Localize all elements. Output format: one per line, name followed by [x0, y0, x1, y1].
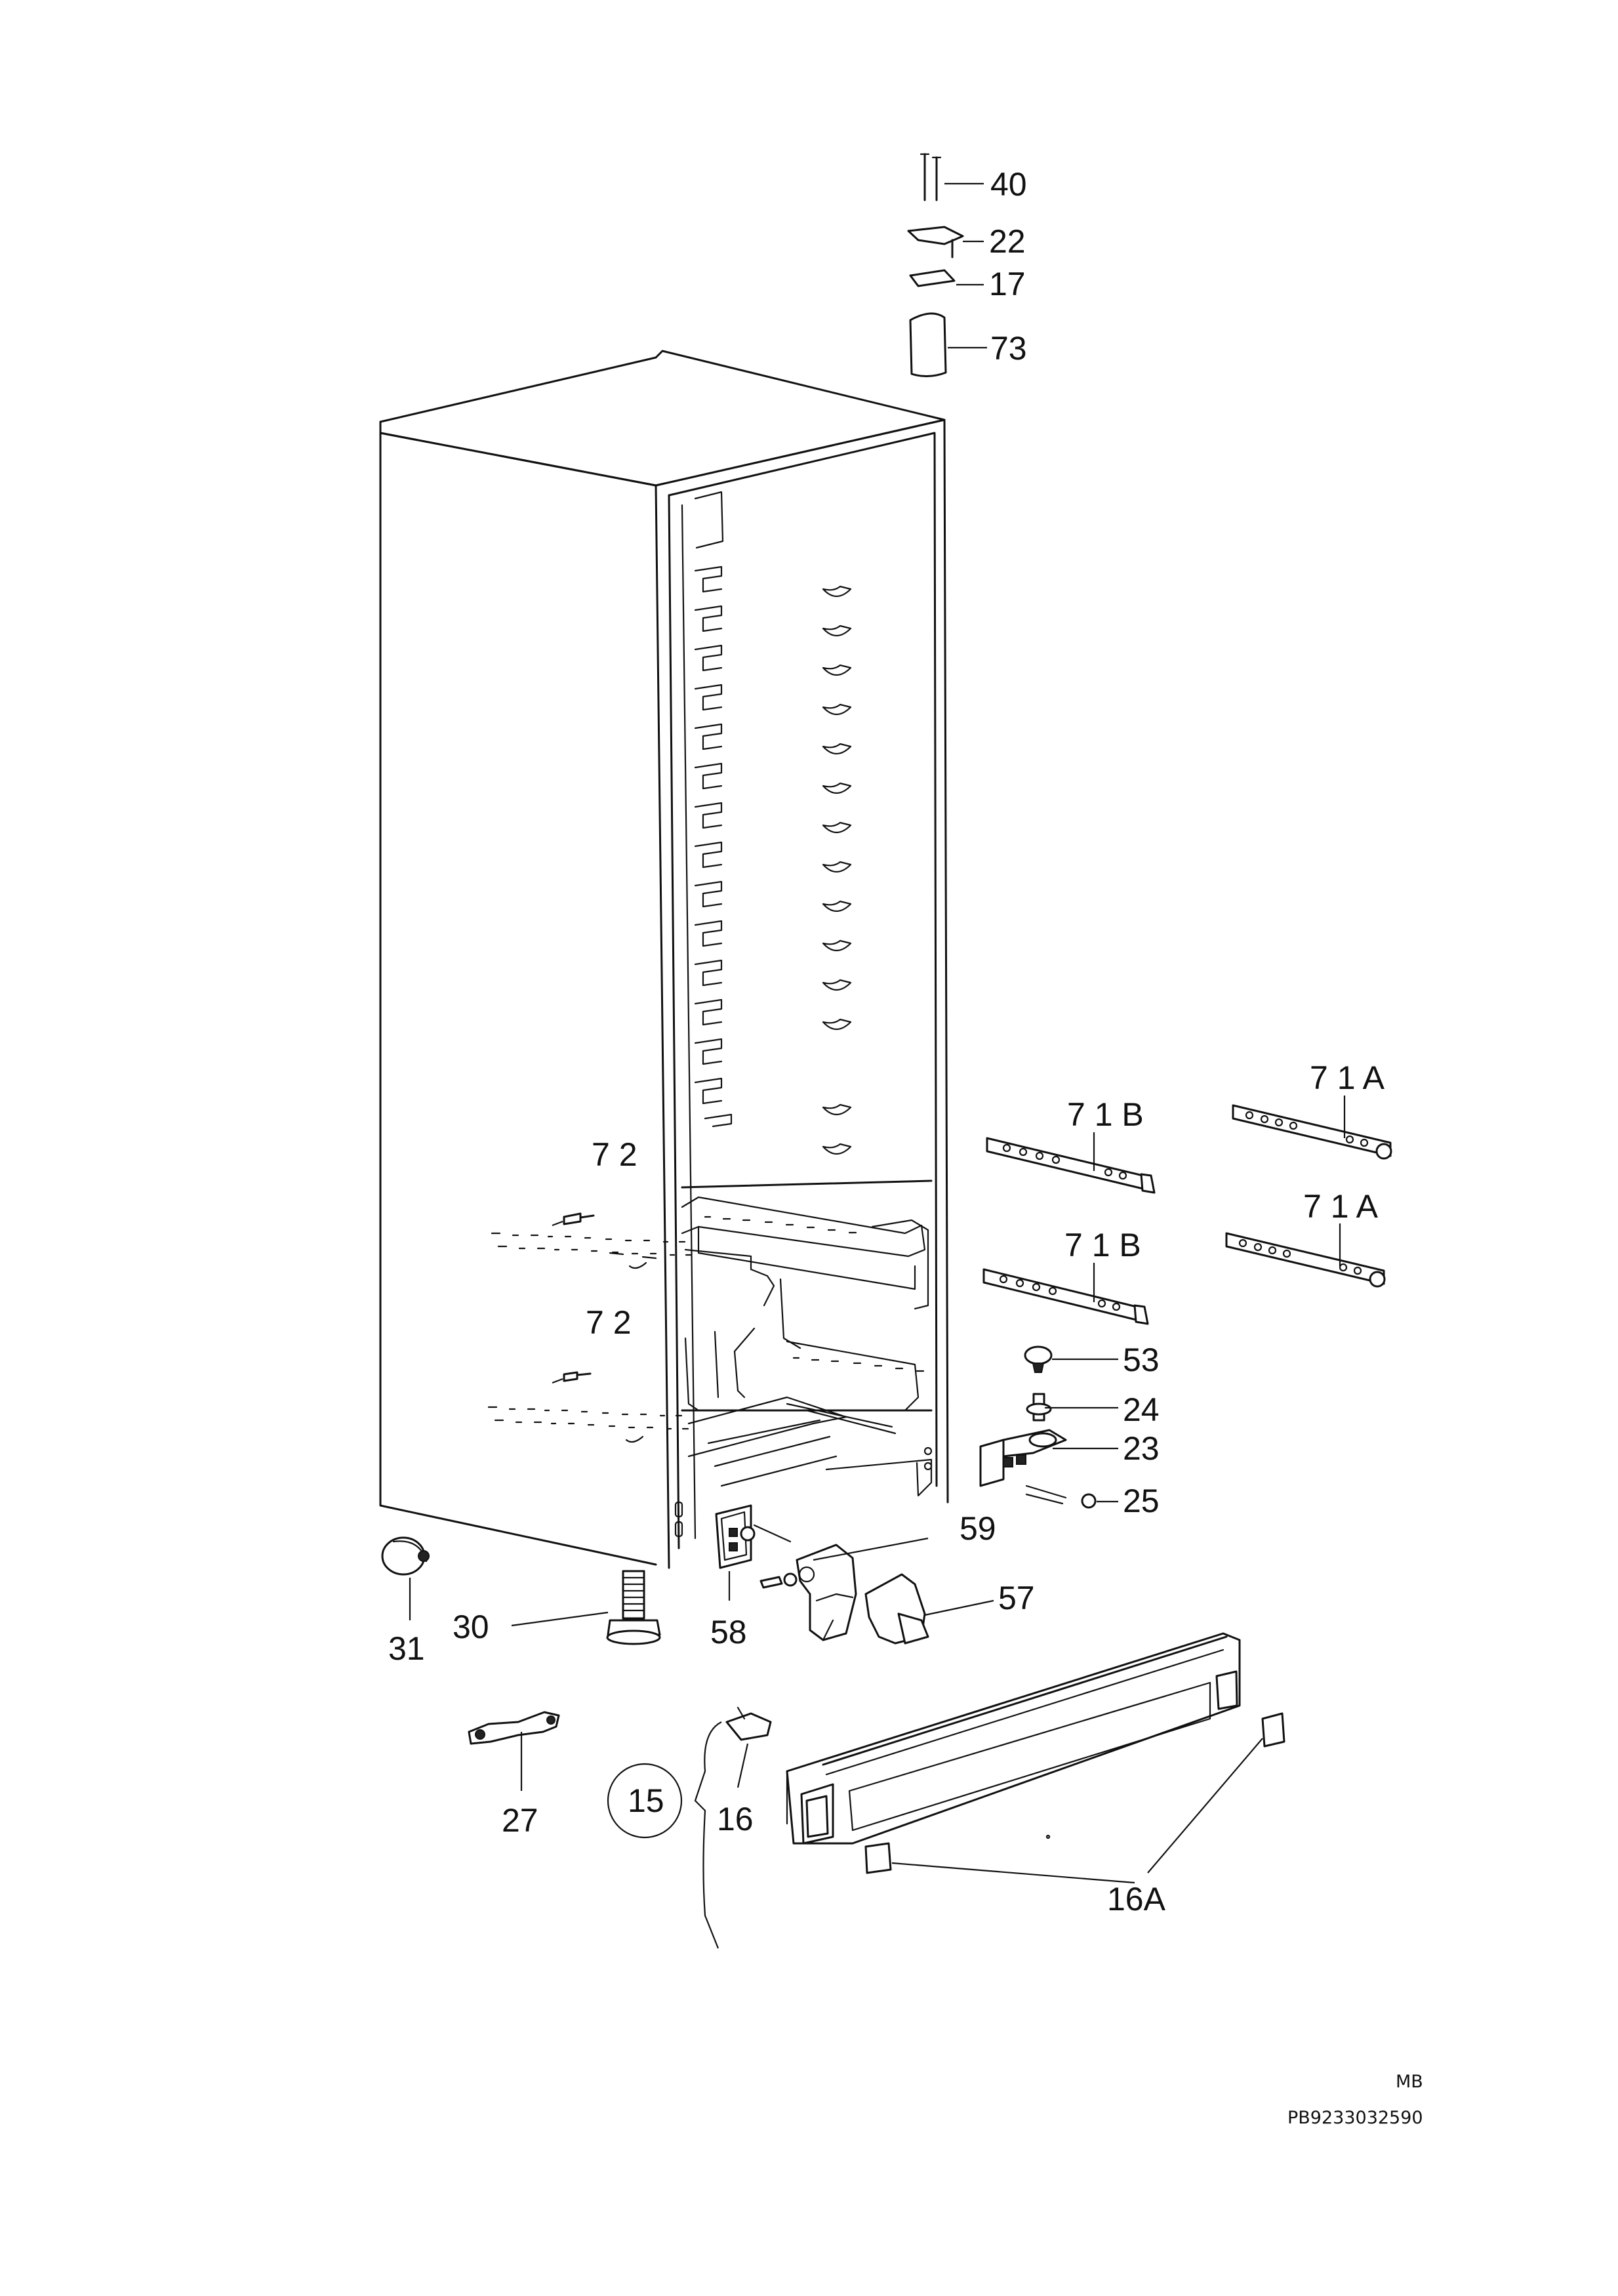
label-58: 58 [710, 1614, 747, 1650]
label-24: 24 [1123, 1391, 1160, 1428]
label-57: 57 [998, 1580, 1035, 1616]
label-22: 22 [989, 223, 1026, 260]
label-25: 25 [1123, 1483, 1160, 1519]
shelf-slots-left [694, 565, 733, 1128]
part-22-hinge-plate [907, 226, 984, 258]
part-15-flap-assembly [786, 1632, 1241, 1845]
cabinet [379, 350, 949, 1569]
label-15: 15 [628, 1782, 664, 1819]
part-72-rail-lower [487, 1371, 689, 1443]
footer-reference: PB9233032590 [1287, 2108, 1423, 2128]
label-73: 73 [990, 330, 1027, 367]
part-16a-end-caps [864, 1712, 1285, 1884]
label-31: 31 [388, 1630, 425, 1667]
label-23: 23 [1123, 1430, 1160, 1467]
part-57-foot-cover [864, 1573, 994, 1645]
part-25-screw [1025, 1485, 1118, 1509]
label-27: 27 [502, 1802, 538, 1839]
part-40-screws [920, 153, 984, 201]
label-40: 40 [990, 166, 1027, 203]
label-16: 16 [717, 1801, 754, 1837]
part-15-bracket [694, 1721, 722, 1949]
part-17-shim [909, 269, 984, 287]
label-72-bottom: 7 2 [586, 1304, 632, 1341]
label-71b-top: 7 1 B [1067, 1096, 1144, 1133]
label-71a-top: 7 1 A [1310, 1059, 1385, 1096]
label-17: 17 [989, 266, 1026, 302]
part-31-cap [381, 1536, 430, 1620]
part-71b-slide-lower [982, 1263, 1149, 1325]
part-53-cap [1024, 1345, 1118, 1373]
label-30: 30 [453, 1609, 489, 1645]
part-15-group-circle [607, 1763, 683, 1839]
label-72-top: 7 2 [592, 1136, 637, 1173]
footer-code: MB [1396, 2072, 1423, 2092]
part-71b-slide-upper [986, 1132, 1156, 1194]
part-24-pin [1026, 1393, 1118, 1422]
label-71b-bottom: 7 1 B [1064, 1227, 1141, 1263]
part-27-wrench [468, 1711, 560, 1791]
part-16-clip [725, 1706, 772, 1788]
part-23-hinge [979, 1429, 1118, 1487]
label-59: 59 [960, 1510, 996, 1547]
label-71a-bottom: 7 1 A [1303, 1188, 1379, 1225]
label-16a: 16A [1107, 1881, 1166, 1917]
part-71a-slide-upper [1232, 1096, 1392, 1160]
part-73-cap [909, 312, 987, 377]
part-30-adjustable-foot [511, 1570, 661, 1645]
part-72-rail-upper [491, 1212, 693, 1269]
part-71a-slide-lower [1225, 1223, 1386, 1288]
part-59-lower-hinge [796, 1537, 929, 1641]
part-58-hinge-bracket [715, 1504, 798, 1601]
shelf-supports-right [822, 585, 852, 1155]
label-53: 53 [1123, 1342, 1160, 1378]
